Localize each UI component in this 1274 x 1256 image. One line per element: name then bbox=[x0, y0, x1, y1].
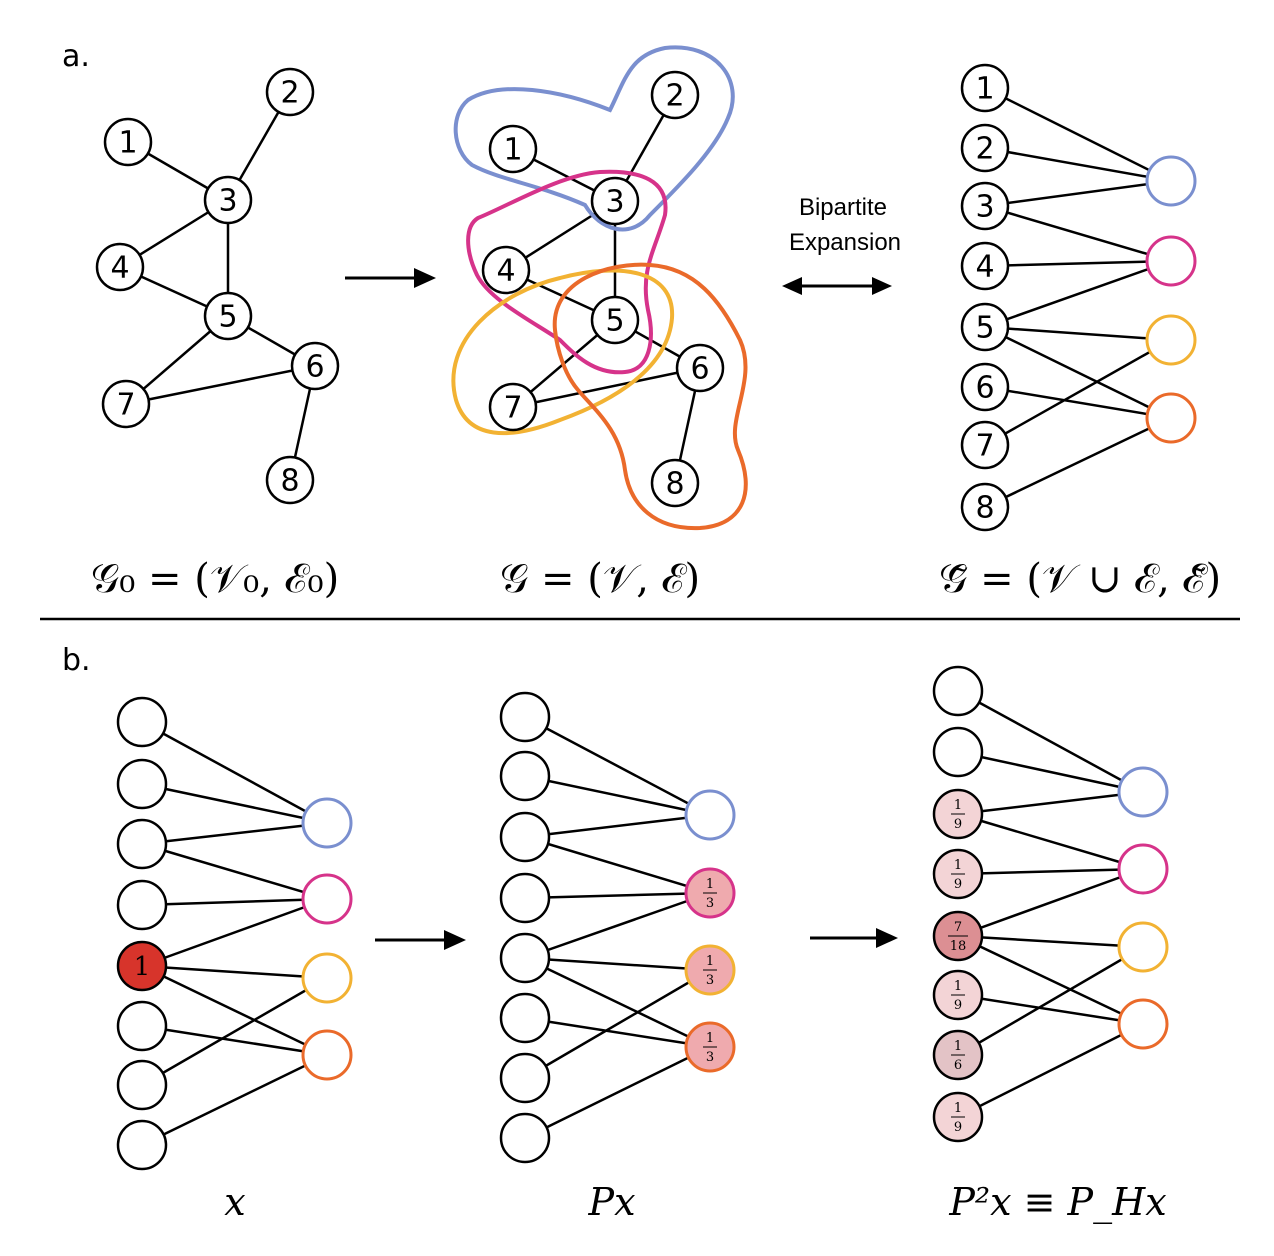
graph-x-vertex-nodes bbox=[116, 696, 168, 1171]
graph-p2x-edge-nodes bbox=[1117, 766, 1169, 1050]
svg-text:Expansion: Expansion bbox=[789, 229, 901, 256]
g0-node-6 bbox=[290, 341, 340, 391]
px-frac-num: 1 bbox=[706, 954, 714, 969]
p2x-frac-den: 9 bbox=[954, 998, 962, 1013]
graph-p2x-edges bbox=[957, 689, 1144, 1119]
p2x-frac-den: 18 bbox=[950, 939, 967, 954]
arrow-x-to-px bbox=[375, 930, 466, 950]
p2x-frac-num: 1 bbox=[954, 1101, 962, 1116]
graph-g0-nodes bbox=[95, 67, 340, 505]
bip-node-label: 7 bbox=[975, 429, 994, 464]
px-frac-num: 1 bbox=[706, 877, 714, 892]
g-node-label: 3 bbox=[605, 185, 624, 220]
g0-node-label: 8 bbox=[280, 464, 299, 499]
edge-node-orange bbox=[1145, 392, 1197, 444]
g0-node-5 bbox=[203, 291, 253, 341]
bip-node-label: 3 bbox=[975, 190, 994, 225]
bipartite-edge-nodes bbox=[1145, 155, 1197, 444]
g-node-4 bbox=[481, 245, 531, 295]
formula-g-tilde: 𝒢̃ = (𝒱 ∪ ℰ, ℰ̃) bbox=[939, 556, 1221, 602]
p2x-frac-num: 1 bbox=[954, 858, 962, 873]
graph-x-edge-nodes bbox=[301, 797, 353, 1081]
g-node-label: 2 bbox=[665, 79, 684, 114]
bipartite-vertex-nodes bbox=[960, 63, 1010, 532]
g-node-label: 6 bbox=[690, 352, 709, 387]
g-node-7 bbox=[488, 382, 538, 432]
g0-node-label: 7 bbox=[116, 388, 135, 423]
g-node-label: 8 bbox=[665, 467, 684, 502]
g-node-3 bbox=[590, 176, 640, 226]
g-node-5 bbox=[590, 295, 640, 345]
p2x-frac-num: 7 bbox=[954, 920, 962, 935]
g0-node-2 bbox=[265, 67, 315, 117]
g0-node-label: 2 bbox=[280, 76, 299, 111]
px-frac-num: 1 bbox=[706, 1031, 714, 1046]
p2x-frac-den: 9 bbox=[954, 1120, 962, 1135]
bip-node-label: 6 bbox=[975, 371, 994, 406]
graph-px-edges bbox=[524, 715, 711, 1140]
p2x-frac-den: 9 bbox=[954, 817, 962, 832]
bip-node-label: 4 bbox=[975, 250, 994, 285]
g-node-label: 1 bbox=[503, 133, 522, 168]
formula-g: 𝒢 = (𝒱, ℰ) bbox=[500, 556, 700, 602]
g0-node-label: 4 bbox=[110, 251, 129, 286]
caption-px: Px bbox=[588, 1180, 636, 1224]
edge-node-yellow bbox=[1145, 314, 1197, 366]
bip-node-label: 2 bbox=[975, 132, 994, 167]
g-node-8 bbox=[650, 458, 700, 508]
p2x-frac-num: 1 bbox=[954, 979, 962, 994]
caption-x: x bbox=[224, 1180, 245, 1224]
bipartite-edges bbox=[984, 86, 1172, 509]
graph-x-edges bbox=[141, 720, 328, 1147]
edge-node-magenta bbox=[1145, 235, 1197, 287]
svg-text:Bipartite: Bipartite bbox=[799, 194, 887, 221]
g-node-6 bbox=[675, 343, 725, 393]
p2x-frac-num: 1 bbox=[954, 798, 962, 813]
g0-node-label: 1 bbox=[118, 126, 137, 161]
arrow-g0-to-g bbox=[345, 268, 436, 288]
hyperedge-orange bbox=[552, 262, 748, 531]
g-node-1 bbox=[488, 124, 538, 174]
p2x-frac-den: 9 bbox=[954, 877, 962, 892]
g-node-label: 7 bbox=[503, 391, 522, 426]
panel-b-label: b. bbox=[62, 643, 91, 678]
graph-px-edge-nodes bbox=[684, 789, 736, 1073]
x-value: 1 bbox=[134, 952, 151, 982]
bip-node-label: 1 bbox=[975, 72, 994, 107]
g0-node-7 bbox=[101, 379, 151, 429]
bip-node-label: 5 bbox=[975, 311, 994, 346]
px-frac-den: 3 bbox=[706, 896, 714, 911]
hyperedge-yellow bbox=[451, 268, 675, 436]
g0-node-3 bbox=[203, 175, 253, 225]
x-source-node bbox=[116, 940, 168, 992]
g0-node-4 bbox=[95, 242, 145, 292]
edge-node-blue bbox=[1145, 155, 1197, 207]
double-arrow bbox=[782, 277, 892, 295]
hyperedges bbox=[451, 45, 748, 531]
p2x-frac-num: 1 bbox=[954, 1039, 962, 1054]
panel-a-label: a. bbox=[62, 39, 90, 74]
px-frac-den: 3 bbox=[706, 973, 714, 988]
arrow-px-to-p2x bbox=[810, 928, 898, 948]
g-node-label: 4 bbox=[496, 254, 515, 289]
p2x-frac-den: 6 bbox=[954, 1058, 962, 1073]
px-frac-den: 3 bbox=[706, 1050, 714, 1065]
bip-node-label: 8 bbox=[975, 491, 994, 526]
hyperedge-magenta bbox=[466, 169, 668, 375]
hyperedge-blue bbox=[453, 45, 735, 232]
g-node-2 bbox=[650, 70, 700, 120]
graph-g-nodes bbox=[481, 70, 725, 508]
bipartite-expansion-label: Bipartite Expansion bbox=[789, 194, 901, 256]
graph-px-vertex-nodes bbox=[499, 691, 551, 1164]
g0-node-1 bbox=[103, 117, 153, 167]
formula-g0: 𝒢₀ = (𝒱₀, ℰ₀) bbox=[91, 556, 339, 602]
caption-p2x: P²x ≡ P_Hx bbox=[948, 1180, 1166, 1225]
g0-node-label: 5 bbox=[218, 300, 237, 335]
g-node-label: 5 bbox=[605, 304, 624, 339]
g0-node-8 bbox=[265, 455, 315, 505]
g0-node-label: 6 bbox=[305, 350, 324, 385]
g0-node-label: 3 bbox=[218, 184, 237, 219]
